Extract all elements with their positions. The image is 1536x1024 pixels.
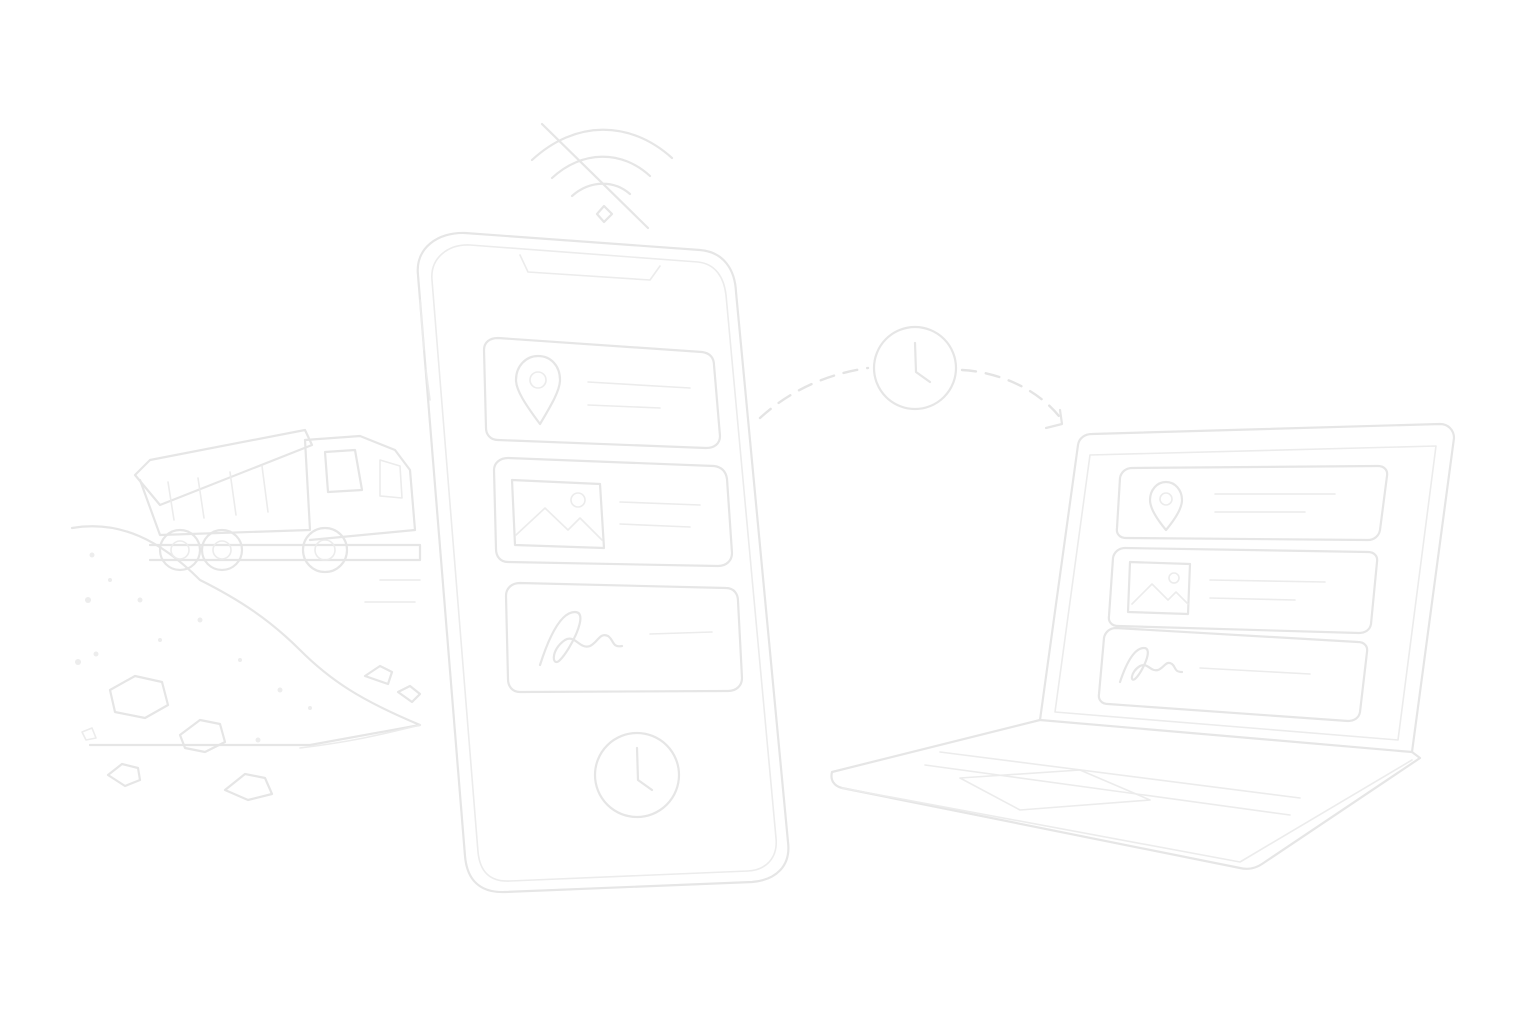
phone-card-signature [504, 581, 744, 694]
laptop-icon [830, 422, 1456, 870]
laptop-card-signature [1097, 626, 1369, 723]
location-pin-icon [514, 354, 562, 426]
image-icon [1126, 560, 1192, 616]
dirt-pile-icon [70, 525, 422, 802]
smartphone-icon [416, 231, 790, 894]
phone-card-image [492, 456, 734, 568]
dump-truck-icon [133, 428, 422, 603]
clock-icon [872, 325, 958, 411]
signature-icon [1118, 646, 1184, 684]
laptop-card-image [1107, 546, 1379, 635]
no-wifi-icon [530, 122, 674, 230]
sync-arrow-icon [758, 325, 1064, 430]
phone-card-location [482, 336, 722, 450]
laptop-card-location [1115, 464, 1389, 542]
clock-icon [593, 731, 681, 819]
signature-icon [538, 610, 624, 667]
image-icon [510, 478, 606, 550]
location-pin-icon [1148, 480, 1184, 532]
